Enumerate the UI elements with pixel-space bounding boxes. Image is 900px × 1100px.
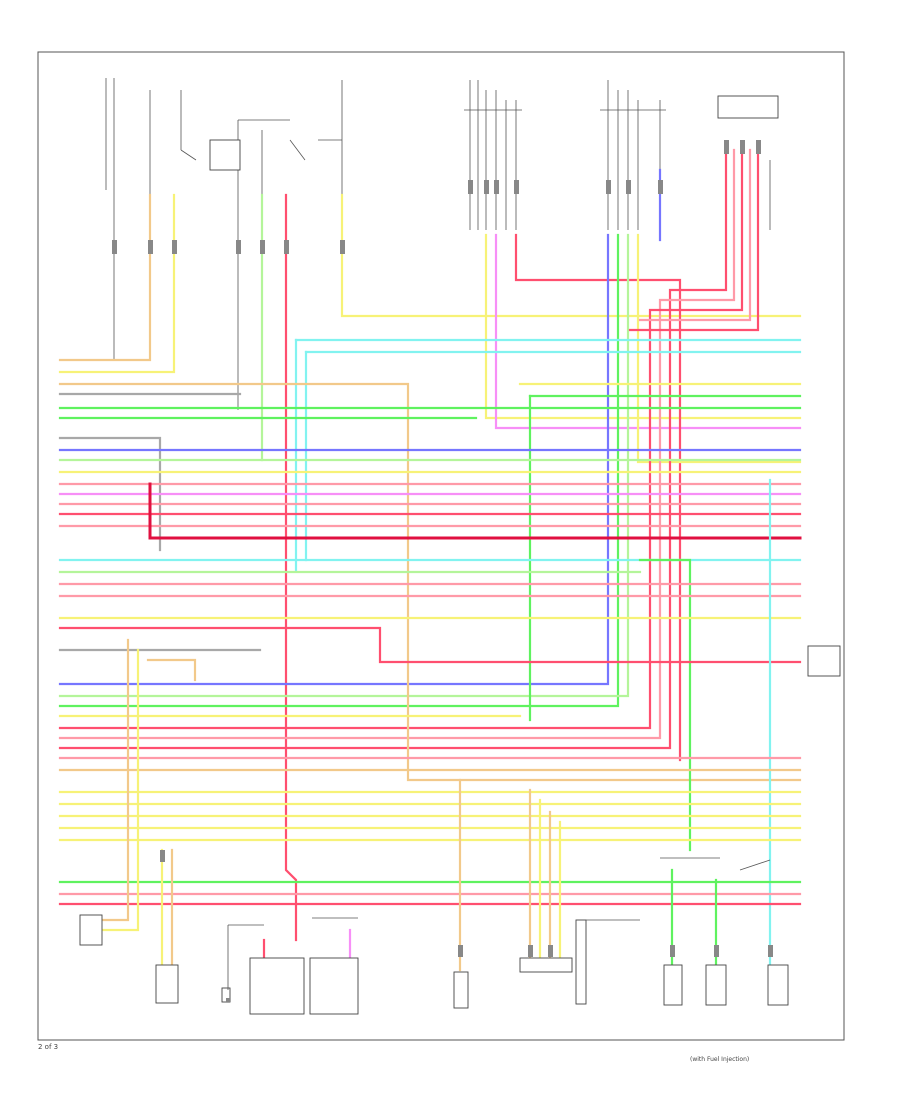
continued-label: (with Fuel Injection) — [690, 1056, 750, 1063]
top-right-connector-block — [600, 80, 666, 230]
top-left-switch-group — [105, 78, 343, 410]
page-label: 2 of 3 — [38, 1043, 59, 1051]
horizontal-bus-wires — [58, 338, 802, 972]
top-far-right-sensor — [717, 95, 779, 230]
diagram-border — [37, 51, 845, 1041]
top-center-connector-block — [464, 80, 522, 230]
connector-pin-marks — [112, 140, 773, 1002]
upper-vertical-wires — [58, 148, 802, 942]
lower-components — [79, 645, 841, 1015]
